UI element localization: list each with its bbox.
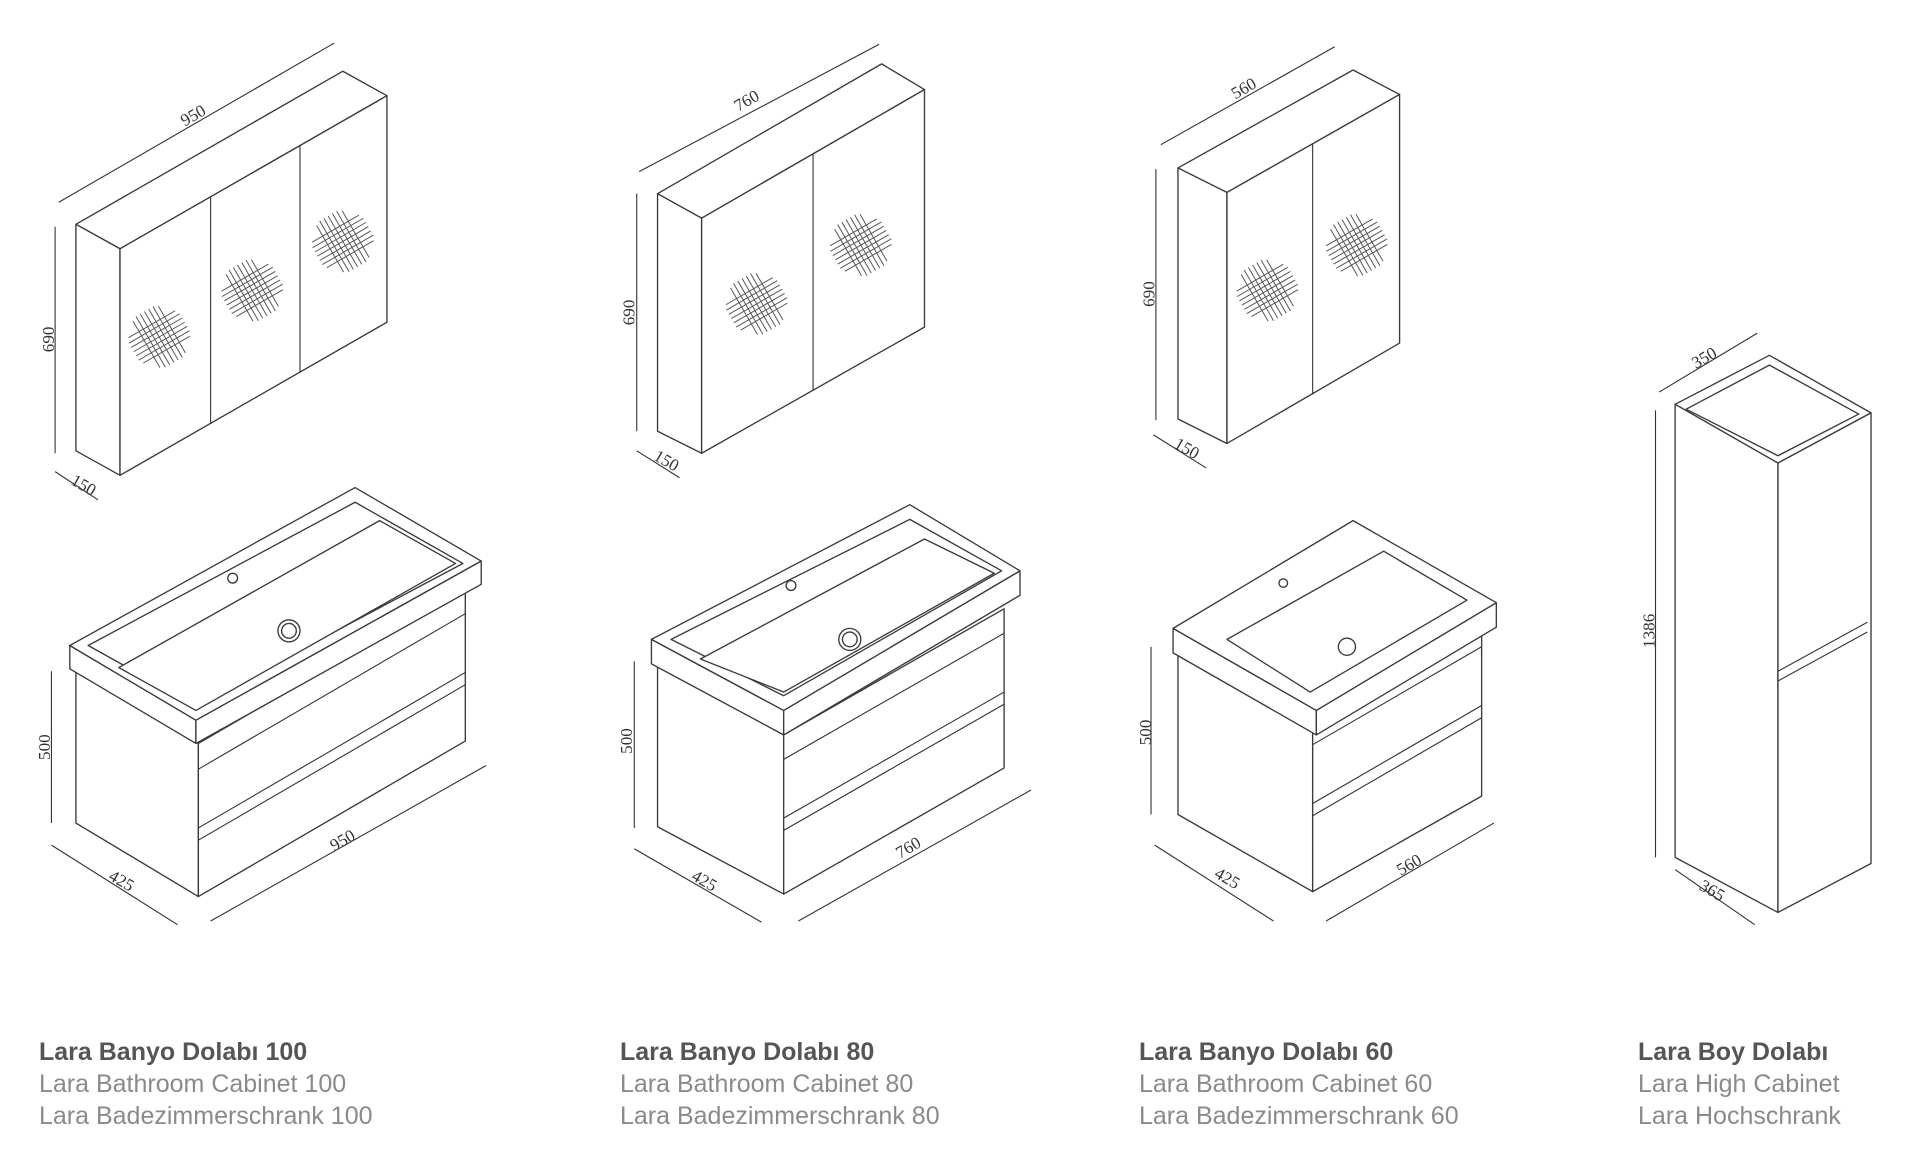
dim-vanity-height: 500 (617, 728, 636, 754)
product-caption-80: Lara Banyo Dolabı 80 Lara Bathroom Cabin… (620, 1036, 940, 1132)
mirror-cabinet-80: 760 690 150 (619, 43, 926, 479)
dim-mirror-depth: 150 (1171, 434, 1203, 463)
caption-title: Lara Boy Dolabı (1638, 1038, 1829, 1066)
dim-mirror-width: 760 (731, 86, 763, 115)
vanity-unit-80: 500 425 760 (617, 504, 1032, 923)
caption-title: Lara Banyo Dolabı 60 (1139, 1038, 1394, 1066)
caption-title: Lara Banyo Dolabı 80 (620, 1038, 875, 1066)
dim-vanity-depth: 425 (106, 866, 138, 895)
caption-german: Lara Badezimmerschrank 100 (39, 1102, 373, 1130)
dim-mirror-width: 560 (1228, 74, 1260, 103)
mirror-cabinet-100: 950 690 150 (39, 42, 388, 501)
dim-vanity-height: 500 (35, 734, 54, 760)
product-caption-high-cabinet: Lara Boy Dolabı Lara High Cabinet Lara H… (1638, 1036, 1841, 1132)
caption-german: Lara Badezimmerschrank 80 (620, 1102, 940, 1130)
dim-vanity-width: 950 (327, 826, 359, 855)
caption-english: Lara High Cabinet (1638, 1070, 1840, 1098)
caption-title: Lara Banyo Dolabı 100 (39, 1038, 308, 1066)
dim-mirror-width: 950 (177, 101, 209, 130)
dim-vanity-width: 560 (1393, 850, 1425, 879)
dim-vanity-depth: 425 (689, 866, 721, 895)
caption-german: Lara Hochschrank (1638, 1102, 1841, 1130)
dim-tall-width: 350 (1688, 343, 1720, 372)
dim-mirror-depth: 150 (651, 446, 683, 475)
dim-vanity-depth: 425 (1211, 864, 1243, 893)
dim-mirror-height: 690 (1140, 281, 1159, 307)
dim-tall-height: 1386 (1639, 613, 1658, 648)
mirror-cabinet-60: 560 690 150 (1140, 46, 1401, 469)
dim-vanity-width: 760 (892, 833, 924, 862)
dim-mirror-height: 690 (619, 300, 638, 326)
product-caption-100: Lara Banyo Dolabı 100 Lara Bathroom Cabi… (39, 1036, 373, 1132)
product-caption-60: Lara Banyo Dolabı 60 Lara Bathroom Cabin… (1139, 1036, 1459, 1132)
dim-mirror-depth: 150 (68, 471, 100, 500)
caption-english: Lara Bathroom Cabinet 100 (39, 1070, 347, 1098)
dim-vanity-height: 500 (1136, 720, 1155, 746)
high-cabinet: 350 1386 365 (1639, 332, 1872, 926)
dim-mirror-height: 690 (39, 327, 58, 353)
caption-english: Lara Bathroom Cabinet 60 (1139, 1070, 1433, 1098)
caption-english: Lara Bathroom Cabinet 80 (620, 1070, 914, 1098)
vanity-unit-100: 500 425 950 (35, 486, 487, 926)
vanity-unit-60: 500 425 560 (1136, 519, 1497, 922)
caption-german: Lara Badezimmerschrank 60 (1139, 1102, 1459, 1130)
